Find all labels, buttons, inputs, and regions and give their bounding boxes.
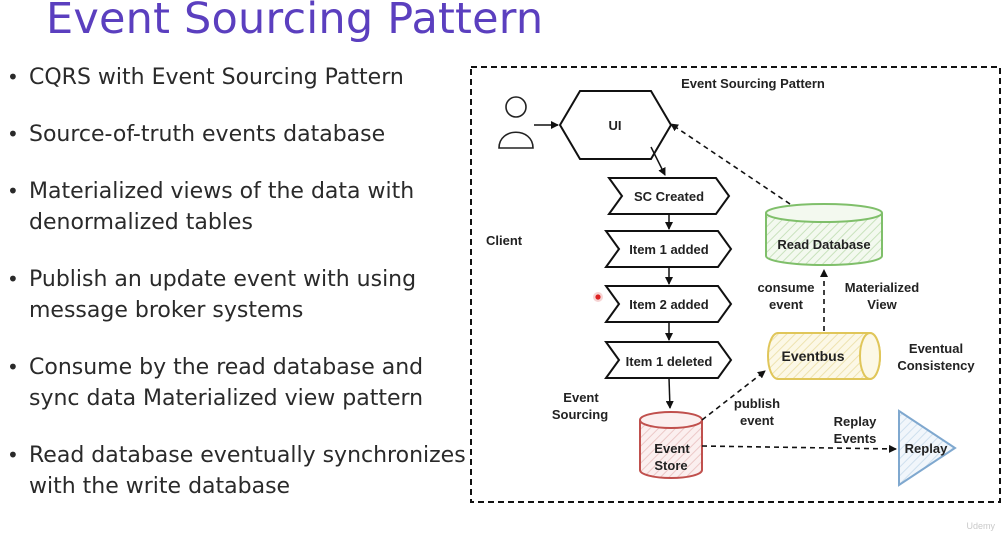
bullet-item: •Consume by the read database and sync d…: [6, 352, 471, 414]
diagram-frame: [470, 66, 1001, 503]
bullet-item: •Publish an update event with using mess…: [6, 264, 471, 326]
event-sc-created: [607, 177, 731, 215]
bullet-item: •Source-of-truth events database: [6, 119, 471, 150]
bullet-list: •CQRS with Event Sourcing Pattern •Sourc…: [6, 62, 471, 502]
bullet-dot-icon: •: [7, 355, 19, 379]
replay-label: Replay: [905, 441, 948, 456]
event-label: SC Created: [634, 189, 704, 204]
event-label: Item 2 added: [629, 297, 709, 312]
read-database-label: Read Database: [777, 237, 870, 252]
event-item-1-deleted: [604, 341, 733, 379]
consume-event-label: event: [769, 297, 804, 312]
ui-to-event-arrow: [650, 146, 666, 176]
bullet-dot-icon: •: [7, 267, 19, 291]
user-icon: [498, 96, 534, 149]
read-database-node: [765, 203, 883, 266]
event-store-label: Event: [654, 441, 690, 456]
bullet-item: •Materialized views of the data with den…: [6, 176, 471, 238]
slide-title: Event Sourcing Pattern: [46, 0, 544, 44]
bullet-dot-icon: •: [7, 179, 19, 203]
watermark: Udemy: [966, 521, 995, 531]
bullet-dot-icon: •: [7, 65, 19, 89]
client-label: Client: [486, 233, 523, 248]
replay-events-arrow: [701, 444, 897, 453]
replay-node: [898, 409, 957, 487]
replay-events-label: Replay: [834, 414, 877, 429]
materialized-view-label: Materialized: [845, 280, 919, 295]
cursor-dot-icon: [593, 292, 603, 302]
event-item-2-added: [604, 285, 733, 323]
event-item-1-added: [604, 230, 733, 268]
publish-event-label: event: [740, 413, 775, 428]
event-to-store-arrow: [665, 377, 674, 409]
event-label: Item 1 deleted: [626, 354, 713, 369]
event-store-node: [639, 411, 703, 479]
bullet-item: •CQRS with Event Sourcing Pattern: [6, 62, 471, 93]
eventual-consistency-label: Consistency: [897, 358, 975, 373]
publish-event-label: publish: [734, 396, 780, 411]
publish-event-arrow: [701, 370, 766, 421]
diagram-title: Event Sourcing Pattern: [681, 76, 825, 91]
materialized-view-label: View: [867, 297, 897, 312]
event-sourcing-label: Sourcing: [552, 407, 608, 422]
eventual-consistency-label: Eventual: [909, 341, 963, 356]
bullet-dot-icon: •: [7, 443, 19, 467]
read-to-ui-arrow: [670, 123, 791, 205]
bullet-item: •Read database eventually synchronizes w…: [6, 440, 471, 502]
replay-events-label: Events: [834, 431, 877, 446]
event-sourcing-label: Event: [563, 390, 599, 405]
ui-label: UI: [609, 118, 622, 133]
bullet-dot-icon: •: [7, 122, 19, 146]
event-label: Item 1 added: [629, 242, 709, 257]
consume-event-label: consume: [757, 280, 814, 295]
eventbus-node: [767, 332, 881, 380]
eventbus-label: Eventbus: [781, 348, 844, 364]
event-store-label: Store: [654, 458, 687, 473]
